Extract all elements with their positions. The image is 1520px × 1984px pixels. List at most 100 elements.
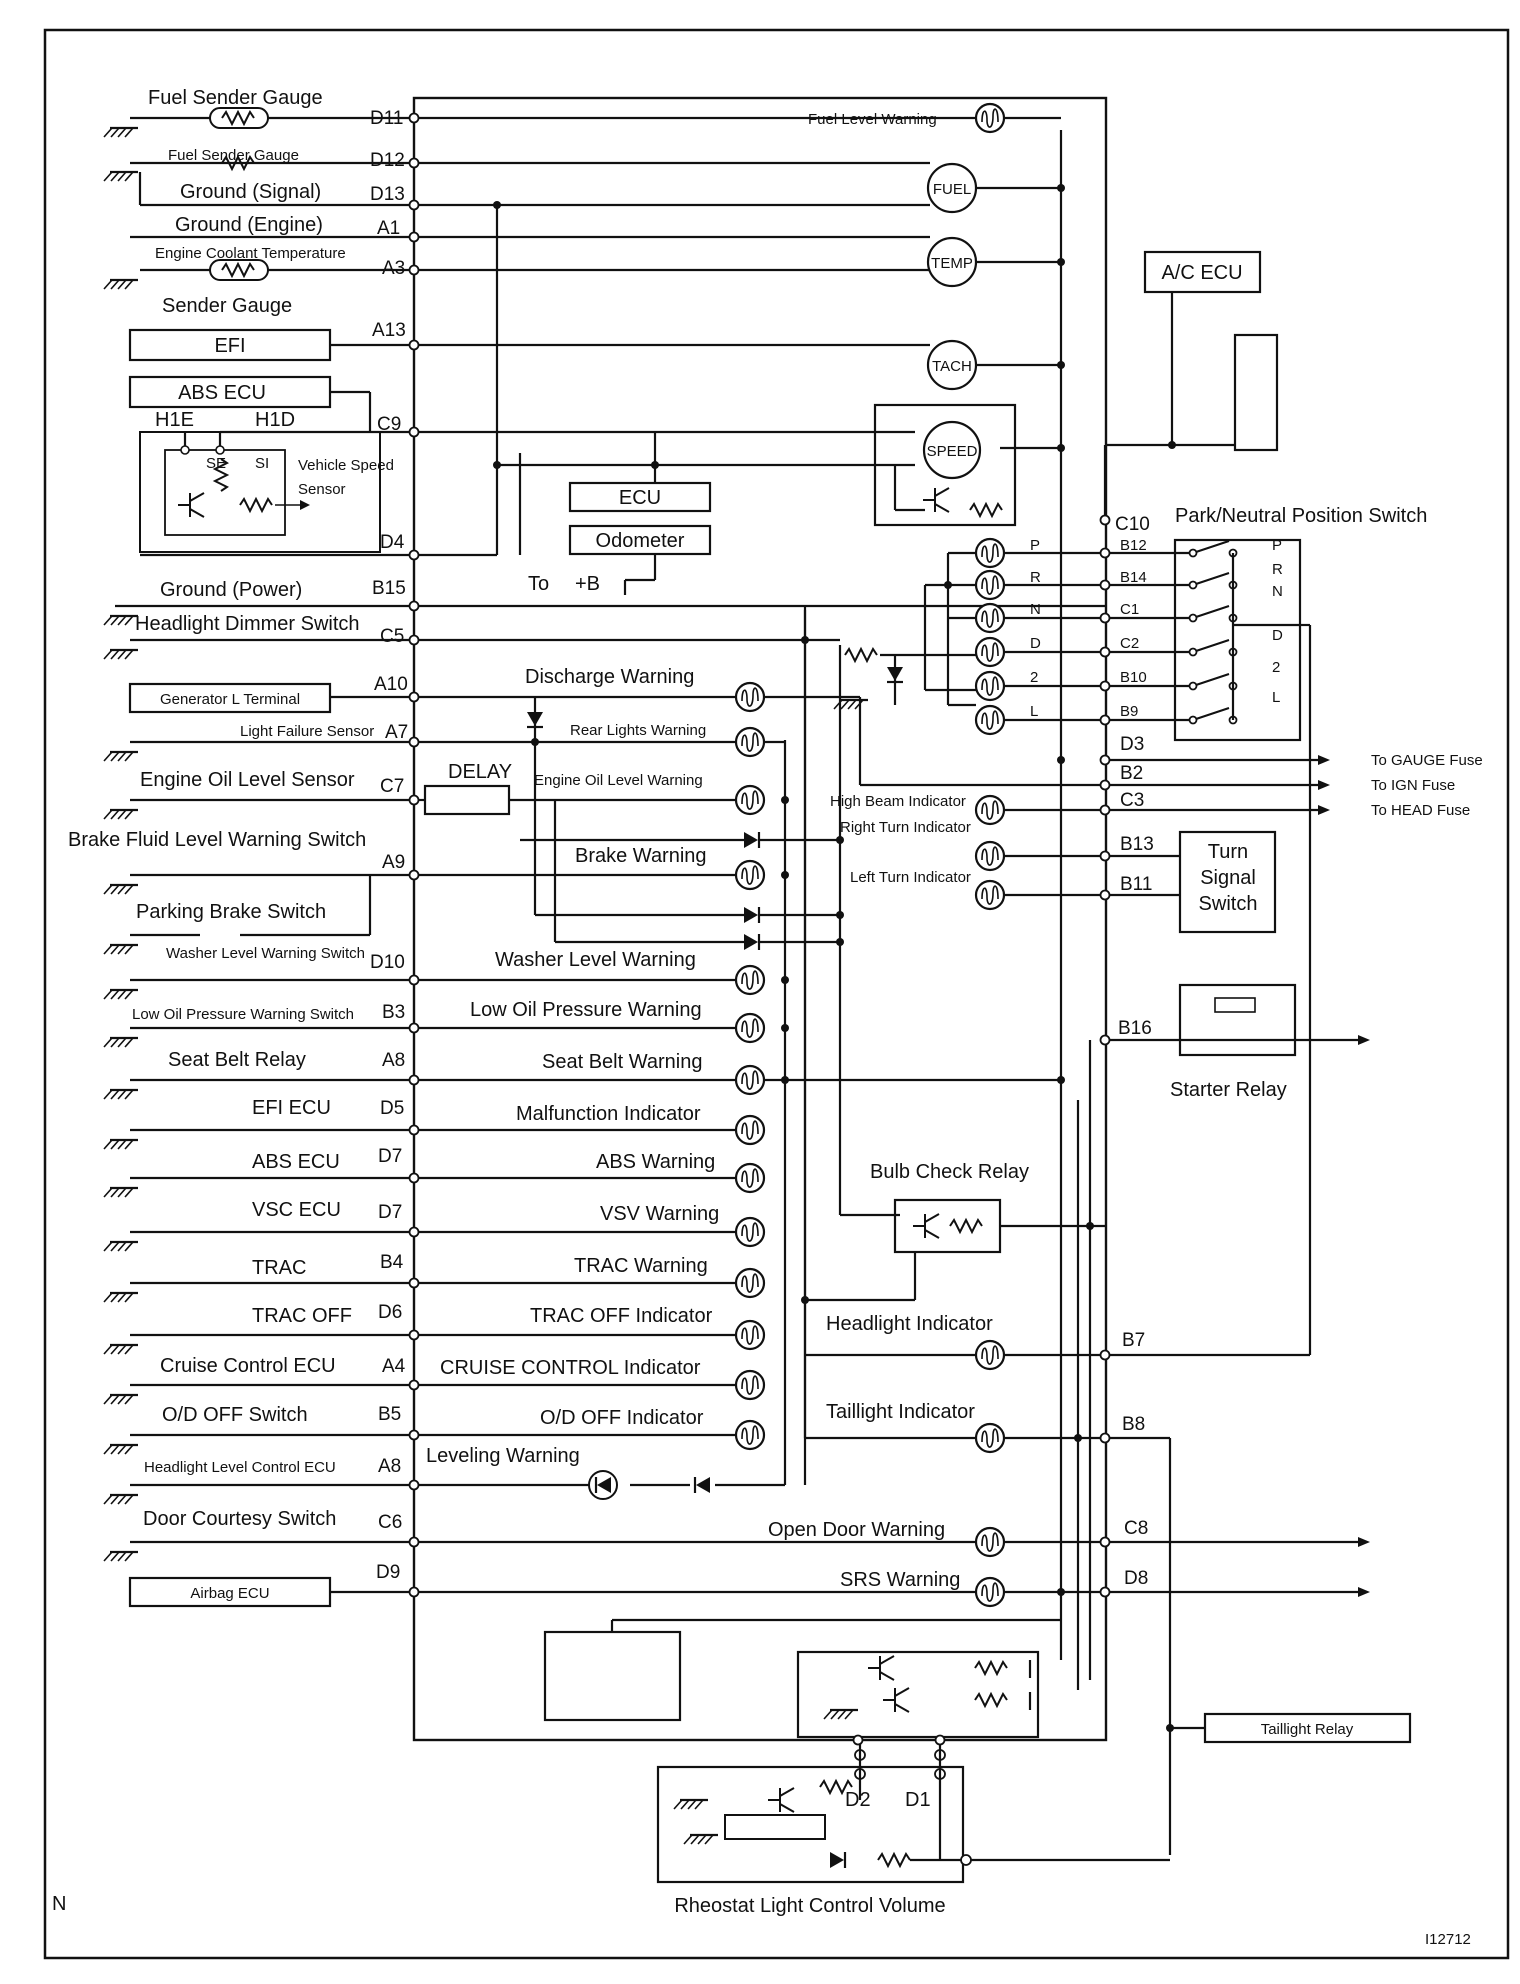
svg-text:D: D [1272, 627, 1283, 644]
dimmer-block [543, 1618, 1061, 1739]
label-rheostat: Rheostat Light Control Volume [674, 1895, 945, 1917]
svg-text:D8: D8 [1124, 1568, 1148, 1589]
label-low-oil-pressure: Low Oil Pressure Warning Switch [132, 1006, 354, 1023]
svg-text:D10: D10 [370, 952, 405, 973]
label-headlight-dimmer: Headlight Dimmer Switch [135, 613, 360, 635]
svg-text:R: R [1272, 561, 1283, 578]
starter-relay [1088, 983, 1370, 1680]
airbag-ecu-label: Airbag ECU [190, 1585, 269, 1602]
svg-text:A4: A4 [382, 1356, 406, 1377]
junction-dots [493, 184, 1176, 1732]
label-park-neutral-switch: Park/Neutral Position Switch [1175, 505, 1427, 527]
label-sender-gauge: Sender Gauge [162, 295, 292, 317]
label-vsc-ecu: VSC ECU [252, 1199, 341, 1221]
label-to-head-fuse: To HEAD Fuse [1371, 802, 1470, 819]
svg-text:C6: C6 [378, 1512, 402, 1533]
right-pin-terminals [852, 514, 1111, 1746]
svg-text:B8: B8 [1122, 1414, 1145, 1435]
label-srs-warning: SRS Warning [840, 1569, 960, 1591]
label-se: SE [206, 455, 226, 472]
park-neutral-switch [1105, 538, 1312, 1357]
label-si: SI [255, 455, 269, 472]
label-d1: D1 [905, 1789, 931, 1811]
label-parking-brake: Parking Brake Switch [136, 901, 326, 923]
label-sensor: Sensor [298, 481, 346, 498]
figure-id: I12712 [1425, 1931, 1471, 1948]
svg-text:N: N [1030, 601, 1041, 618]
label-cruise-ecu: Cruise Control ECU [160, 1355, 336, 1377]
plus-b-label: +B [575, 573, 600, 595]
svg-text:B13: B13 [1120, 834, 1154, 855]
svg-text:D: D [1030, 635, 1041, 652]
label-od-off-indicator: O/D OFF Indicator [540, 1407, 704, 1429]
label-fuel-sender-gauge-1: Fuel Sender Gauge [148, 87, 323, 109]
label-low-oil-pressure-warning: Low Oil Pressure Warning [470, 999, 702, 1021]
label-brake-warning: Brake Warning [575, 845, 707, 867]
svg-text:D4: D4 [380, 532, 405, 553]
shift-bulbs [844, 537, 1105, 736]
svg-text:B7: B7 [1122, 1330, 1145, 1351]
svg-text:C10: C10 [1115, 514, 1150, 535]
label-taillight-indicator: Taillight Indicator [826, 1401, 975, 1423]
odometer-label: Odometer [596, 530, 685, 552]
efi-box [128, 328, 332, 362]
ground-symbols [102, 126, 870, 1721]
svg-text:B4: B4 [380, 1252, 404, 1273]
left-pin-labels: D11 D12 D13 A1 A3 A13 C9 D4 B15 C5 A10 A… [370, 108, 408, 1583]
svg-text:D7: D7 [378, 1202, 402, 1223]
label-to-gauge-fuse: To GAUGE Fuse [1371, 752, 1483, 769]
airbag-ecu-box [128, 1576, 332, 1608]
svg-text:A7: A7 [385, 722, 408, 743]
label-abs-warning: ABS Warning [596, 1151, 715, 1173]
svg-text:B2: B2 [1120, 763, 1143, 784]
ac-ecu-box [1143, 250, 1262, 294]
label-turn-2: Signal [1200, 867, 1256, 889]
label-vsv-warning: VSV Warning [600, 1203, 719, 1225]
svg-text:B9: B9 [1120, 703, 1138, 720]
left-pin-terminals [408, 112, 420, 1598]
label-turn-3: Switch [1199, 893, 1258, 915]
svg-text:N: N [1272, 583, 1283, 600]
svg-text:C2: C2 [1120, 635, 1139, 652]
svg-text:P: P [1272, 537, 1282, 554]
label-washer-level: Washer Level Warning Switch [166, 945, 365, 962]
delay-label: DELAY [448, 761, 512, 783]
label-seat-belt-relay: Seat Belt Relay [168, 1049, 306, 1071]
label-trac-warning: TRAC Warning [574, 1255, 708, 1277]
svg-text:B15: B15 [372, 578, 406, 599]
svg-text:A1: A1 [377, 218, 400, 239]
label-headlight-indicator: Headlight Indicator [826, 1313, 993, 1335]
svg-text:C8: C8 [1124, 1518, 1148, 1539]
svg-text:R: R [1030, 569, 1041, 586]
svg-text:C3: C3 [1120, 790, 1144, 811]
temp-gauge-label: TEMP [931, 255, 973, 272]
efi-label: EFI [214, 335, 245, 357]
label-discharge-warning: Discharge Warning [525, 666, 694, 688]
label-engine-coolant: Engine Coolant Temperature [155, 245, 346, 262]
shift-letters: P R N D 2 L [1030, 537, 1041, 720]
svg-text:B14: B14 [1120, 569, 1147, 586]
label-trac-off: TRAC OFF [252, 1305, 352, 1327]
abs-ecu-label: ABS ECU [178, 382, 266, 404]
label-turn-1: Turn [1208, 841, 1248, 863]
label-headlight-level-ecu: Headlight Level Control ECU [144, 1459, 336, 1476]
svg-text:D5: D5 [380, 1098, 404, 1119]
left-pin-wires [115, 116, 1360, 1594]
label-door-courtesy: Door Courtesy Switch [143, 1508, 336, 1530]
label-trac: TRAC [252, 1257, 306, 1279]
label-abs-ecu-2: ABS ECU [252, 1151, 340, 1173]
indicator-wires [765, 606, 1370, 1597]
svg-text:B16: B16 [1118, 1018, 1152, 1039]
svg-text:A10: A10 [374, 674, 408, 695]
svg-text:C1: C1 [1120, 601, 1139, 618]
label-h1d: H1D [255, 409, 295, 431]
combination-meter-outline [412, 96, 1108, 1742]
center-diodes [520, 697, 840, 1500]
label-open-door-warning: Open Door Warning [768, 1519, 945, 1541]
label-light-failure: Light Failure Sensor [240, 723, 374, 740]
label-starter-relay: Starter Relay [1170, 1079, 1287, 1101]
label-trac-off-indicator: TRAC OFF Indicator [530, 1305, 713, 1327]
gauges [873, 162, 1017, 527]
svg-text:D9: D9 [376, 1562, 400, 1583]
